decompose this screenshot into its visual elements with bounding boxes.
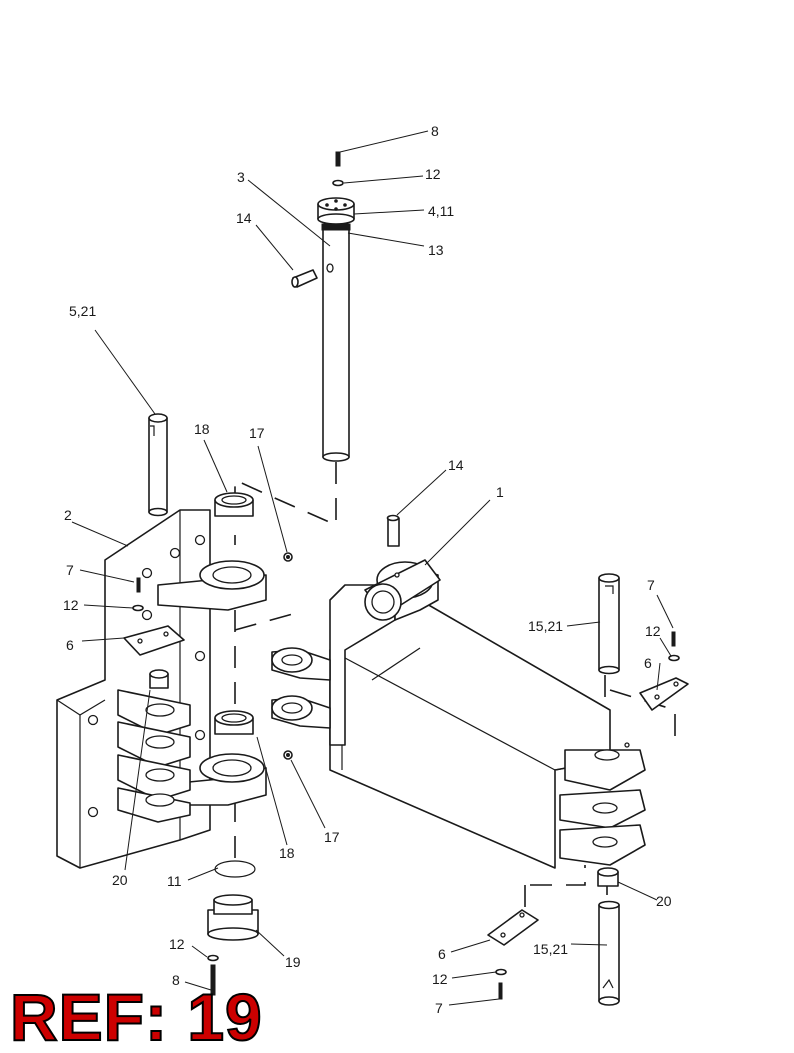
callout-6-bottom: 6 bbox=[438, 946, 446, 962]
pin-5-21 bbox=[148, 413, 168, 517]
bottom-pivot-cap-assembly bbox=[207, 860, 259, 996]
ref-label: REF: 19 bbox=[9, 979, 263, 1053]
callout-12-right: 12 bbox=[645, 623, 661, 639]
callout-20-left: 20 bbox=[112, 872, 128, 888]
callout-19: 19 bbox=[285, 954, 301, 970]
pivot-pin-shaft bbox=[322, 226, 350, 458]
callout-5-21: 5,21 bbox=[69, 303, 96, 319]
bottom-right-retaining-plate bbox=[487, 909, 539, 1000]
callout-14-right: 14 bbox=[448, 457, 464, 473]
washer-12-top bbox=[332, 179, 344, 187]
bushings-18 bbox=[214, 492, 254, 735]
callout-18-top: 18 bbox=[194, 421, 210, 437]
callout-7-right: 7 bbox=[647, 577, 655, 593]
callout-3: 3 bbox=[237, 169, 245, 185]
boom-section-1 bbox=[329, 559, 611, 869]
callout-2: 2 bbox=[64, 507, 72, 523]
callout-11: 11 bbox=[167, 873, 182, 889]
callout-1: 1 bbox=[496, 484, 504, 500]
o-ring-13 bbox=[321, 223, 351, 231]
callout-12-left: 12 bbox=[63, 597, 79, 613]
callout-17-top: 17 bbox=[249, 425, 265, 441]
callout-14-left: 14 bbox=[236, 210, 252, 226]
callout-17-bottom: 17 bbox=[324, 829, 340, 845]
callout-6-right: 6 bbox=[644, 655, 652, 671]
roll-pin-14-right bbox=[386, 514, 400, 547]
grease-fittings-17 bbox=[283, 552, 293, 760]
callout-labels: 8 12 4,11 13 3 14 5,21 18 17 14 1 2 7 12… bbox=[63, 123, 672, 1016]
left-knuckle-stack bbox=[117, 669, 191, 823]
callout-8-bottom: 8 bbox=[172, 972, 180, 988]
right-knuckle-stack bbox=[559, 742, 646, 866]
callout-8-top: 8 bbox=[431, 123, 439, 139]
callout-12-bottom-left: 12 bbox=[169, 936, 185, 952]
callout-7-left: 7 bbox=[66, 562, 74, 578]
right-pins bbox=[597, 573, 689, 1006]
boom-side-ears bbox=[271, 647, 331, 729]
callout-6-left: 6 bbox=[66, 637, 74, 653]
callout-12-bottom-right: 12 bbox=[432, 971, 448, 987]
callout-18-bottom: 18 bbox=[279, 845, 295, 861]
callout-4-11: 4,11 bbox=[428, 203, 454, 219]
callout-15-21-top: 15,21 bbox=[528, 618, 563, 634]
top-pivot-pin-assembly bbox=[291, 151, 355, 462]
bolt-8-top bbox=[335, 151, 341, 167]
leader-lines bbox=[71, 130, 674, 1006]
callout-20-right: 20 bbox=[656, 893, 672, 909]
callout-13: 13 bbox=[428, 242, 444, 258]
plate-lugs bbox=[157, 560, 267, 806]
left-retaining-plate bbox=[123, 577, 185, 656]
callout-7-bottom: 7 bbox=[435, 1000, 443, 1016]
callout-15-21-bottom: 15,21 bbox=[533, 941, 568, 957]
callout-12-top: 12 bbox=[425, 166, 441, 182]
